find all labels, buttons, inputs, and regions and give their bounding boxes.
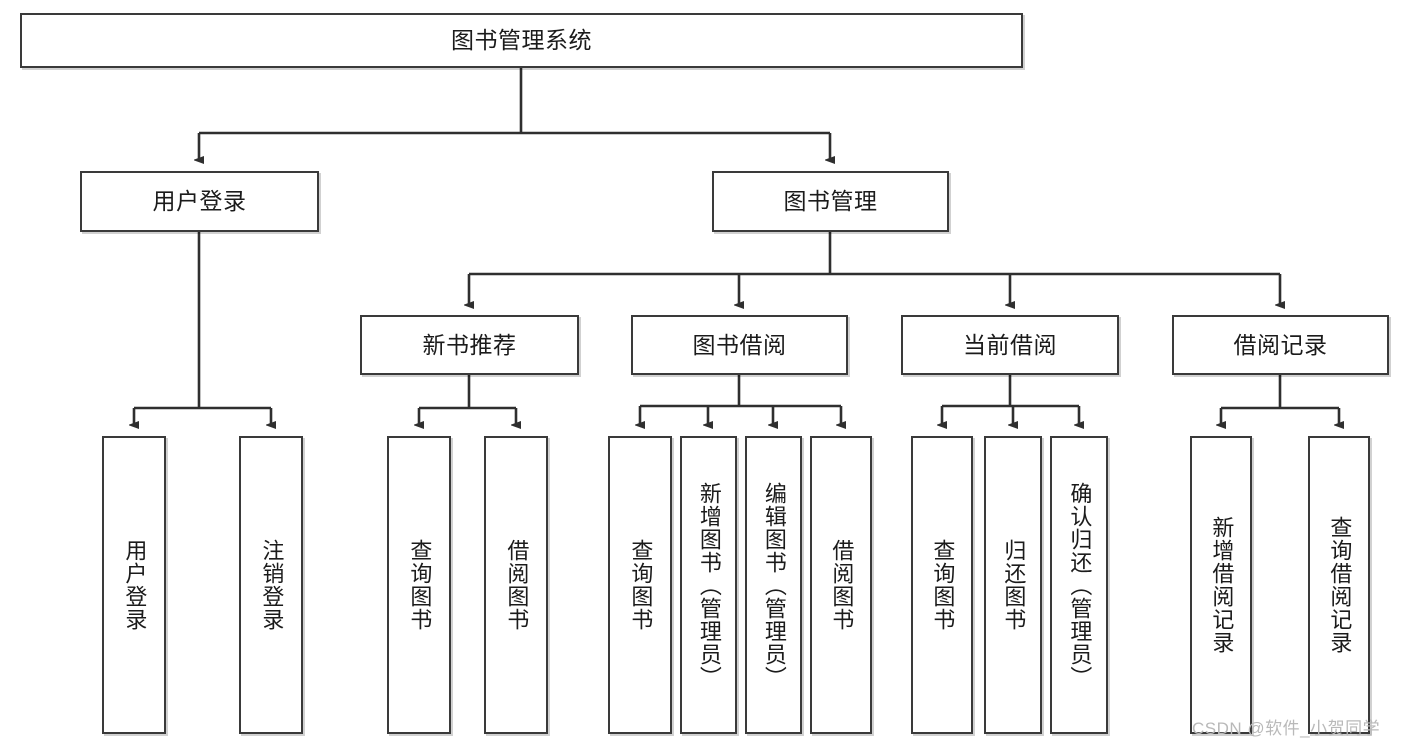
node-label: 借阅图书 — [829, 539, 855, 631]
node-label: 确认归还（管理员） — [1067, 481, 1093, 689]
node-current-borrow[interactable]: 当前借阅 — [901, 315, 1119, 375]
node-leaf-return-book[interactable]: 归还图书 — [984, 436, 1042, 734]
node-borrow-record[interactable]: 借阅记录 — [1172, 315, 1389, 375]
node-leaf-query-borrow-record[interactable]: 查询借阅记录 — [1308, 436, 1370, 734]
node-label: 新增图书（管理员） — [696, 481, 722, 689]
node-label: 借阅记录 — [1233, 331, 1328, 358]
node-leaf-edit-book-admin[interactable]: 编辑图书（管理员） — [745, 436, 802, 734]
node-label: 注销登录 — [259, 539, 285, 631]
node-leaf-logout[interactable]: 注销登录 — [239, 436, 303, 734]
node-leaf-query-book-borrow[interactable]: 查询图书 — [608, 436, 672, 734]
node-label: 借阅图书 — [504, 539, 530, 631]
node-label: 编辑图书（管理员） — [761, 481, 787, 689]
node-label: 图书管理 — [783, 188, 878, 215]
node-label: 当前借阅 — [963, 331, 1057, 358]
node-label: 查询借阅记录 — [1327, 516, 1353, 654]
node-label: 归还图书 — [1001, 539, 1027, 631]
node-leaf-query-book-current[interactable]: 查询图书 — [911, 436, 973, 734]
node-label: 查询图书 — [407, 539, 433, 631]
node-label: 查询图书 — [628, 539, 654, 631]
node-leaf-borrow-book[interactable]: 借阅图书 — [810, 436, 872, 734]
node-user-login[interactable]: 用户登录 — [80, 171, 319, 232]
node-label: 新增借阅记录 — [1209, 516, 1235, 654]
node-root-system[interactable]: 图书管理系统 — [20, 13, 1023, 68]
node-leaf-confirm-return-admin[interactable]: 确认归还（管理员） — [1050, 436, 1108, 734]
node-leaf-add-book-admin[interactable]: 新增图书（管理员） — [680, 436, 737, 734]
node-leaf-add-borrow-record[interactable]: 新增借阅记录 — [1190, 436, 1252, 734]
node-leaf-borrow-book-new[interactable]: 借阅图书 — [484, 436, 548, 734]
node-leaf-query-book-new[interactable]: 查询图书 — [387, 436, 451, 734]
node-label: 用户登录 — [152, 188, 247, 215]
node-label: 图书借阅 — [692, 331, 787, 358]
csdn-watermark: CSDN @软件_小贺同学 — [1192, 719, 1381, 738]
node-book-borrow[interactable]: 图书借阅 — [631, 315, 848, 375]
node-leaf-user-login[interactable]: 用户登录 — [102, 436, 166, 734]
node-label: 用户登录 — [122, 539, 148, 631]
node-new-book-recommend[interactable]: 新书推荐 — [360, 315, 579, 375]
node-label: 查询图书 — [930, 539, 956, 631]
node-book-management[interactable]: 图书管理 — [712, 171, 949, 232]
node-label: 新书推荐 — [422, 331, 517, 358]
node-label: 图书管理系统 — [451, 27, 592, 54]
